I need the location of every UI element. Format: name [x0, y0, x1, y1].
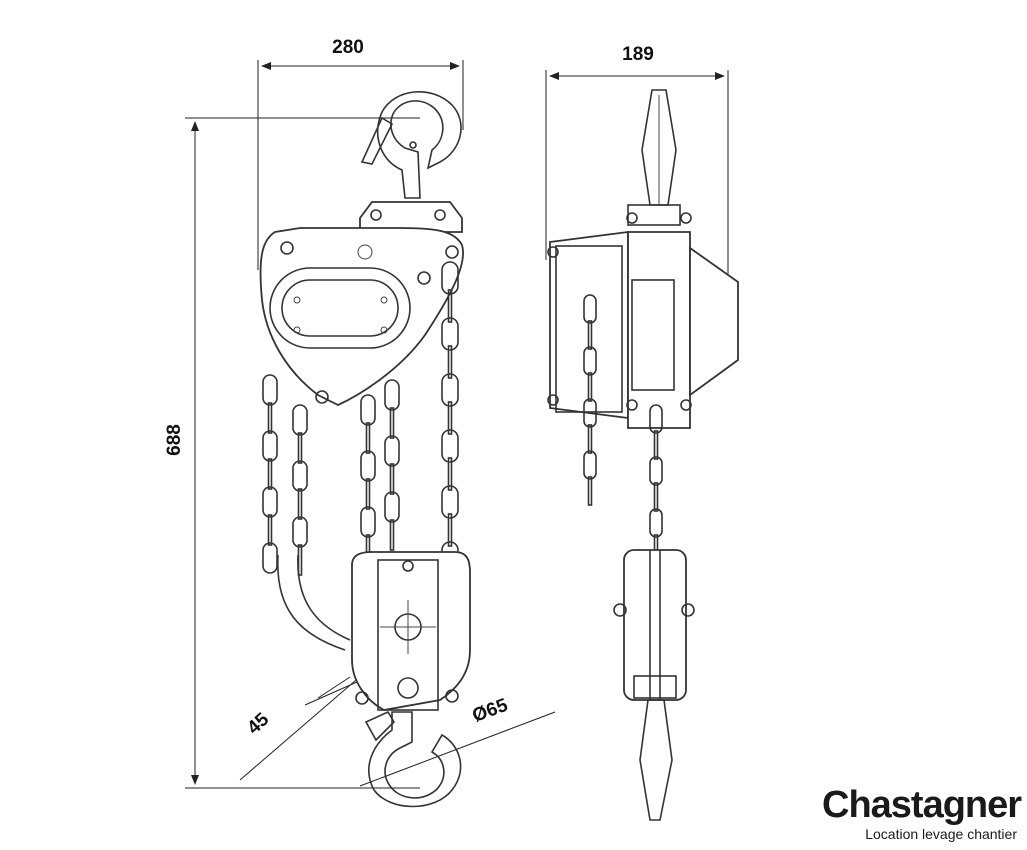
chain-link — [583, 398, 597, 428]
chain-link — [262, 542, 278, 574]
dimension-height: 688 — [164, 117, 420, 789]
brand-logo: Chastagner Location levage chantier — [822, 784, 1022, 842]
chain-link — [441, 261, 459, 295]
chain-link — [262, 374, 278, 406]
brand-name: Chastagner — [822, 784, 1022, 826]
chain-link — [389, 407, 395, 439]
chain-link — [297, 488, 303, 520]
chain-link — [587, 320, 593, 350]
brand-tagline-right: chantier — [967, 826, 1017, 842]
dimension-height-label: 688 — [164, 424, 185, 456]
chain-link — [587, 372, 593, 402]
chain-link — [292, 516, 308, 548]
chain-link — [267, 514, 273, 546]
chain-link — [297, 432, 303, 464]
dimension-depth-label: 189 — [622, 44, 654, 65]
chain-link — [583, 346, 597, 376]
chain-link — [447, 289, 453, 323]
chain-link — [360, 506, 376, 538]
chain-link — [389, 519, 395, 551]
chain-link — [292, 404, 308, 436]
chain-link — [267, 458, 273, 490]
chain-link — [447, 513, 453, 547]
dimension-width: 280 — [257, 37, 464, 270]
chain-link — [262, 486, 278, 518]
chain-link — [389, 463, 395, 495]
chain-link — [441, 317, 459, 351]
chain-link — [267, 402, 273, 434]
side-chain-strands — [583, 294, 663, 564]
chain-link — [360, 450, 376, 482]
dimension-depth: 189 — [545, 44, 729, 280]
chain-link — [384, 491, 400, 523]
main-housing — [259, 227, 464, 406]
bottom-block — [351, 551, 471, 711]
chain-link — [653, 482, 659, 512]
top-hook — [360, 91, 462, 199]
chain-link — [365, 422, 371, 454]
brand-tagline: Location levage chantier — [822, 826, 1017, 842]
chain-link — [587, 424, 593, 454]
bottom-hook — [364, 710, 462, 808]
side-view: 189 — [545, 44, 739, 821]
chain-link — [441, 373, 459, 407]
chain-link — [365, 478, 371, 510]
chain-link — [447, 457, 453, 491]
chain-link — [649, 404, 663, 434]
chain-link — [583, 450, 597, 480]
chain-link — [447, 345, 453, 379]
hand-chain-loop — [277, 554, 346, 651]
dimension-hook-opening-label: 45 — [243, 709, 273, 739]
chain-link — [441, 485, 459, 519]
chain-link — [360, 394, 376, 426]
chain-link — [292, 460, 308, 492]
dimension-width-label: 280 — [332, 37, 364, 58]
dimension-hook-diameter-label: Ø65 — [470, 695, 511, 727]
chain-link — [441, 429, 459, 463]
chain-link — [583, 294, 597, 324]
chain-link — [653, 430, 659, 460]
chain-link — [262, 430, 278, 462]
chain-strands — [262, 261, 459, 576]
brand-tagline-left: Location levage — [865, 826, 964, 842]
chain-link — [447, 401, 453, 435]
chain-link — [649, 508, 663, 538]
chain-link — [587, 476, 593, 506]
chain-link — [649, 456, 663, 486]
side-bottom-block — [613, 549, 695, 701]
dimension-hook-opening: 45 — [239, 667, 371, 781]
side-bottom-hook — [639, 699, 673, 821]
side-housing — [547, 212, 739, 429]
chain-link — [384, 379, 400, 411]
front-view — [259, 91, 471, 808]
chain-link — [384, 435, 400, 467]
